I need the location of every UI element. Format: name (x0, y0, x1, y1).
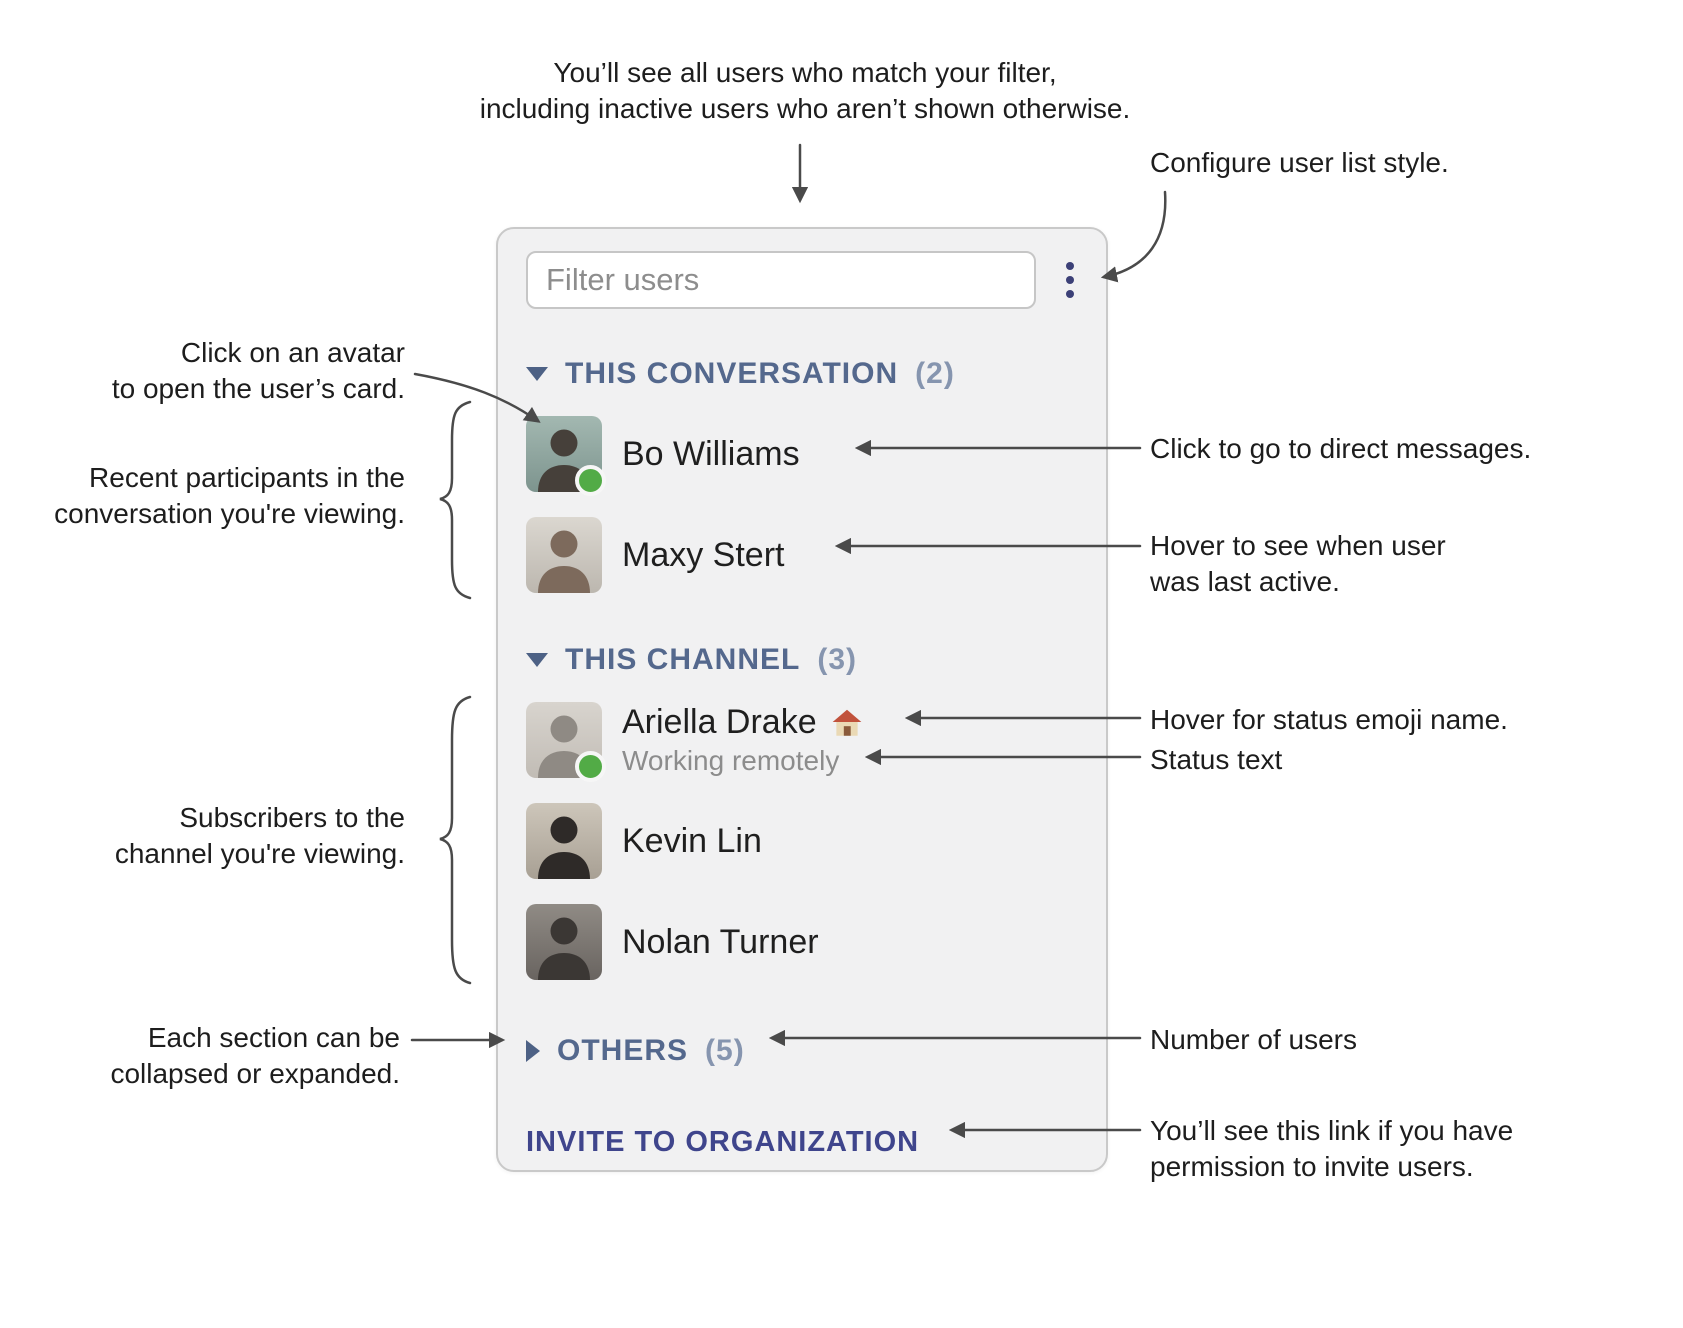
section-others: OTHERS (5) (526, 1034, 1082, 1068)
section-count: (5) (705, 1034, 745, 1067)
note-last-active: Hover to see when user was last active. (1150, 528, 1446, 600)
note-line: was last active. (1150, 566, 1340, 597)
note-line: Hover for status emoji name. (1150, 704, 1508, 735)
note-emoji-name: Hover for status emoji name. (1150, 702, 1508, 738)
user-info: Ariella Drake Working remotely (622, 703, 864, 777)
triangle-down-icon (526, 653, 548, 667)
user-row[interactable]: Kevin Lin (526, 803, 1082, 879)
section-title: THIS CONVERSATION (565, 357, 899, 390)
section-header-this-conversation[interactable]: THIS CONVERSATION (2) (526, 357, 1082, 391)
presence-dot (575, 751, 606, 782)
note-line: Click on an avatar (180, 337, 405, 368)
note-subscribers: Subscribers to the channel you're viewin… (45, 800, 405, 872)
person-silhouette-icon (526, 803, 602, 879)
note-line: Recent participants in the (89, 462, 405, 493)
section-header-others[interactable]: OTHERS (5) (526, 1034, 1082, 1068)
section-count: (3) (817, 643, 858, 676)
user-name[interactable]: Bo Williams (622, 434, 800, 473)
user-row[interactable]: Nolan Turner (526, 904, 1082, 980)
note-line: to open the user’s card. (111, 373, 405, 404)
user-list-panel: THIS CONVERSATION (2) Bo Williams Maxy S… (496, 227, 1108, 1172)
note-avatar-card: Click on an avatar to open the user’s ca… (85, 335, 405, 407)
note-filter-results: You’ll see all users who match your filt… (465, 55, 1145, 127)
note-collapse-sections: Each section can be collapsed or expande… (100, 1020, 400, 1092)
note-line: including inactive users who aren’t show… (479, 93, 1131, 124)
section-title: OTHERS (557, 1034, 689, 1067)
user-row[interactable]: Maxy Stert (526, 517, 1082, 593)
user-name[interactable]: Kevin Lin (622, 821, 762, 860)
note-line: conversation you're viewing. (54, 498, 405, 529)
user-name[interactable]: Nolan Turner (622, 922, 819, 961)
section-title: THIS CHANNEL (565, 643, 801, 676)
person-silhouette-icon (526, 904, 602, 980)
note-configure-style: Configure user list style. (1150, 145, 1449, 181)
invite-to-organization-link[interactable]: INVITE TO ORGANIZATION (526, 1126, 920, 1158)
vertical-ellipsis-icon (1066, 262, 1074, 298)
user-status-text: Working remotely (622, 745, 840, 776)
note-line: Hover to see when user (1150, 530, 1446, 561)
person-silhouette-icon (526, 517, 602, 593)
filter-row (526, 251, 1082, 309)
note-user-count: Number of users (1150, 1022, 1357, 1058)
section-this-channel: THIS CHANNEL (3) Ariella Drake (526, 643, 1082, 980)
note-line: collapsed or expanded. (110, 1058, 400, 1089)
note-invite-permission: You’ll see this link if you have permiss… (1150, 1113, 1513, 1185)
note-line: Each section can be (147, 1022, 400, 1053)
user-avatar[interactable] (526, 416, 606, 496)
user-list-style-menu-button[interactable] (1058, 256, 1082, 304)
note-line: Click to go to direct messages. (1150, 433, 1532, 464)
user-avatar[interactable] (526, 904, 602, 980)
triangle-right-icon (526, 1040, 540, 1062)
house-status-emoji-icon[interactable] (830, 706, 864, 740)
user-name[interactable]: Ariella Drake (622, 703, 817, 741)
filter-users-input[interactable] (526, 251, 1036, 309)
section-this-conversation: THIS CONVERSATION (2) Bo Williams Maxy S… (526, 357, 1082, 593)
note-line: You’ll see this link if you have (1150, 1115, 1514, 1146)
note-line: Subscribers to the (179, 802, 405, 833)
triangle-down-icon (526, 367, 548, 381)
user-avatar[interactable] (526, 702, 606, 782)
user-name[interactable]: Maxy Stert (622, 535, 785, 574)
note-line: You’ll see all users who match your filt… (553, 57, 1057, 88)
user-row[interactable]: Ariella Drake Working remotely (526, 702, 1082, 782)
note-line: channel you're viewing. (114, 838, 405, 869)
section-header-this-channel[interactable]: THIS CHANNEL (3) (526, 643, 1082, 677)
user-avatar[interactable] (526, 803, 602, 879)
note-status-text: Status text (1150, 742, 1282, 778)
note-line: Status text (1150, 744, 1283, 775)
section-count: (2) (915, 357, 955, 390)
note-recent-participants: Recent participants in the conversation … (40, 460, 405, 532)
user-row[interactable]: Bo Williams (526, 416, 1082, 496)
note-direct-messages: Click to go to direct messages. (1150, 431, 1531, 467)
note-line: Configure user list style. (1150, 147, 1449, 178)
note-line: permission to invite users. (1150, 1151, 1474, 1182)
user-avatar[interactable] (526, 517, 602, 593)
presence-dot (575, 465, 606, 496)
note-line: Number of users (1150, 1024, 1357, 1055)
